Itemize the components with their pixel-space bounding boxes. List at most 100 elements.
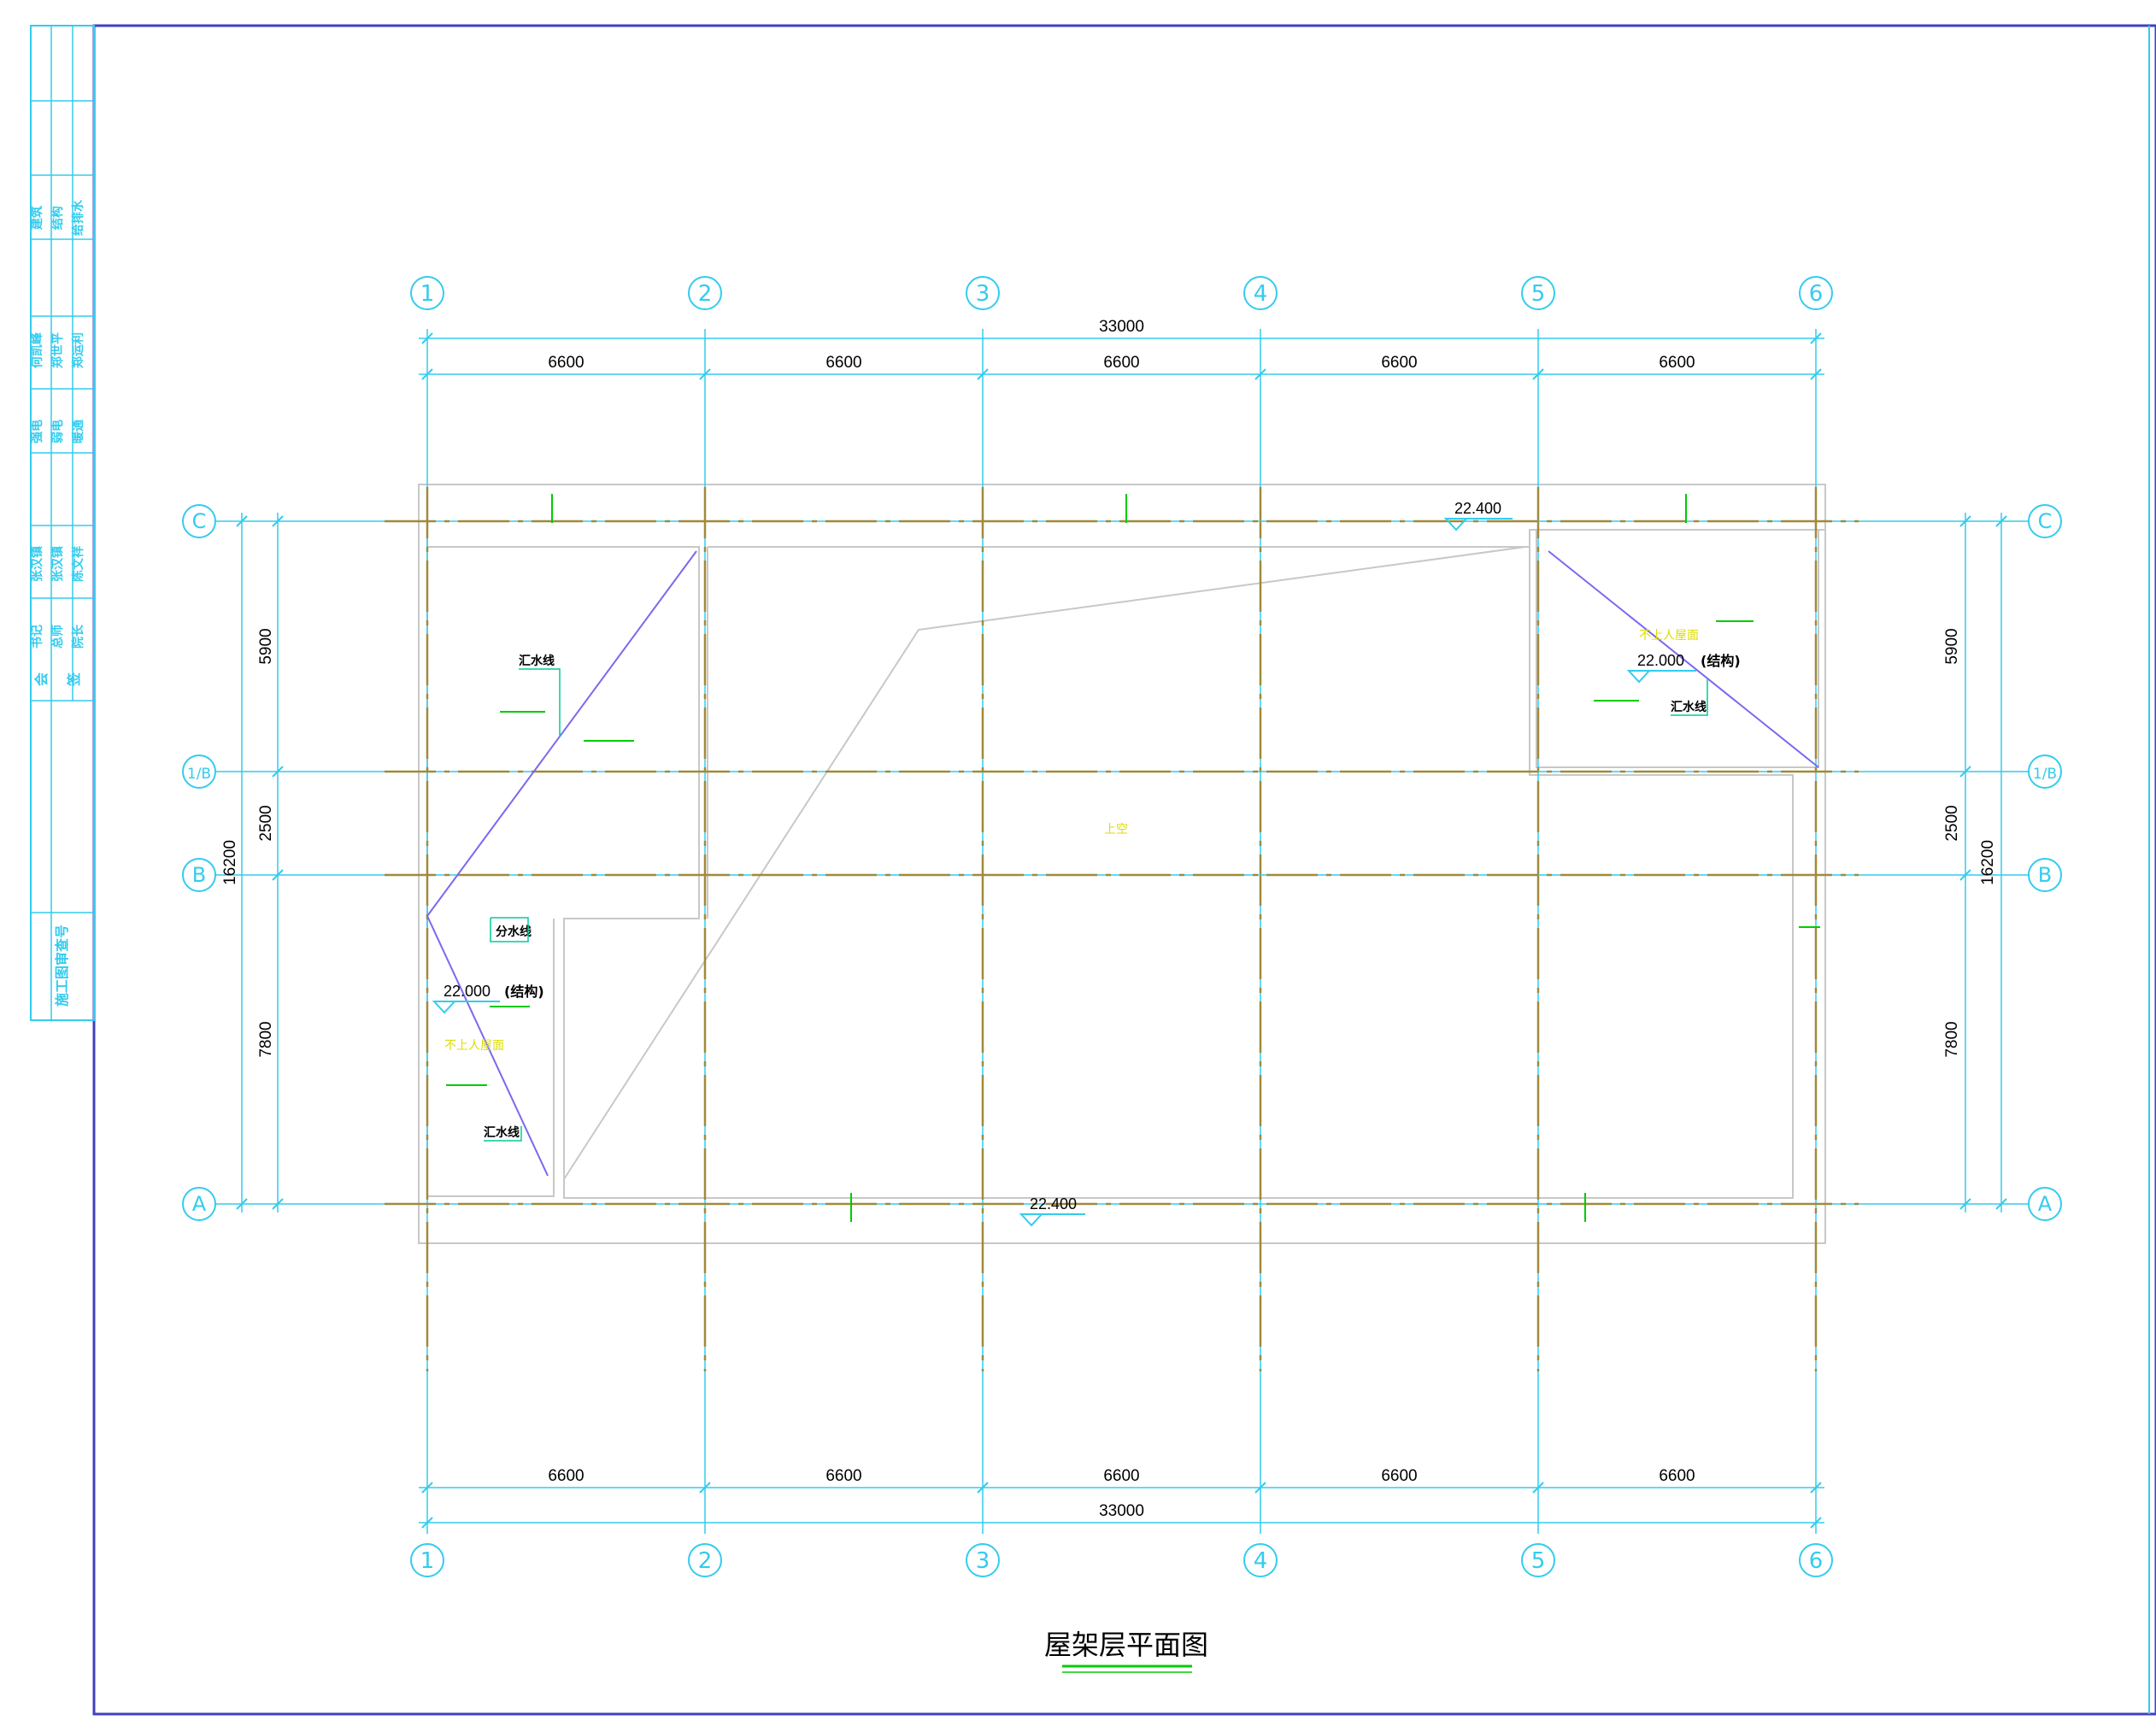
- dimension-tick: [1810, 368, 1822, 380]
- slope-arrows: [446, 494, 1820, 1222]
- building-outline: [418, 484, 1826, 1244]
- valley-line-label: 汇水线: [484, 1125, 520, 1139]
- dimension-tick: [1959, 766, 1971, 778]
- axis-bubble-column: [410, 276, 444, 310]
- dimension-tick: [1959, 515, 1971, 527]
- dimension-value: 6600: [1381, 354, 1417, 372]
- title-block-cell-text: 张汉镇: [30, 546, 44, 582]
- dimension-value: 6600: [1381, 1467, 1417, 1485]
- roof-right-box: [1536, 529, 1819, 768]
- dimension-tick: [977, 368, 989, 380]
- axis-bubble-label: C: [2038, 509, 2053, 533]
- title-block-cell-text: 郑运利: [71, 332, 85, 368]
- dimension-value: 6600: [825, 354, 861, 372]
- title-block-cell-text: 书记: [30, 625, 44, 649]
- axis-bubble-label: 1: [420, 281, 435, 307]
- axis-bubble-column: [966, 1543, 1000, 1577]
- elevation-top: 22.400: [1454, 500, 1501, 517]
- title-block-cell-text: 陈文祥: [71, 546, 85, 582]
- title-block-cell-text: 建筑: [30, 206, 44, 230]
- title-block-cell-text: 强电: [30, 420, 44, 443]
- dimension-tick: [699, 1482, 711, 1494]
- axis-bubble-row: [2028, 1187, 2062, 1221]
- drawing-title: 屋架层平面图: [1044, 1629, 1208, 1661]
- dimension-tick: [272, 515, 284, 527]
- roof-diagonal: [563, 546, 1526, 1180]
- dimension-tick: [1959, 869, 1971, 881]
- dimension-value: 2500: [257, 805, 275, 841]
- title-block-cell-text: 弱电: [50, 420, 65, 443]
- grid-axis-lines: [214, 329, 2030, 1534]
- dimension-tick: [272, 766, 284, 778]
- dimension-tick: [1810, 1482, 1822, 1494]
- elevation-right-suffix: (结构): [1701, 653, 1741, 669]
- axis-bubble-label: 2: [698, 281, 713, 307]
- no-access-roof-label: 不上人屋面: [444, 1038, 504, 1052]
- elevation-left: 22.000: [444, 983, 491, 1000]
- axis-bubble-label: 5: [1531, 281, 1546, 307]
- title-block-cell-text: 给排水: [71, 199, 85, 236]
- dimension-value: 33000: [1099, 1502, 1144, 1520]
- countersign-label: 会: [33, 672, 50, 686]
- axis-bubble-row: [182, 504, 216, 538]
- dimension-tick: [1995, 1198, 2007, 1210]
- ridge-line-label: 分水线: [496, 925, 532, 938]
- axis-bubble-column: [1243, 1543, 1278, 1577]
- dimension-tick: [272, 869, 284, 881]
- valley-line-label: 汇水线: [1671, 700, 1707, 713]
- axis-bubble-column: [688, 1543, 722, 1577]
- axis-bubble-row: [182, 858, 216, 892]
- title-block-discipline-cells: 建筑结构给排水何凯峰郑世平郑运利强电弱电暖通张汉镇张汉镇陈文祥书记总师院长: [30, 199, 85, 649]
- axis-bubble-row: [182, 1187, 216, 1221]
- axis-bubble-label: 1/B: [2033, 766, 2057, 783]
- drainage-lines: [426, 550, 1819, 1177]
- axis-bubble-label: C: [192, 509, 207, 533]
- roof-hatch-left: [426, 547, 555, 1197]
- dimension-tick: [977, 1482, 989, 1494]
- elevation-symbol: [432, 1001, 457, 1014]
- valley-line-left-upper: [426, 550, 697, 917]
- axis-bubble-row: [2028, 504, 2062, 538]
- axis-bubble-label: 6: [1809, 281, 1824, 307]
- axis-bubble-column: [1521, 276, 1555, 310]
- roof-inner-edge: [426, 510, 1825, 1199]
- label-leader: [1671, 679, 1708, 716]
- axis-bubble-label: 2: [698, 1548, 713, 1574]
- axis-bubble-row: [2028, 858, 2062, 892]
- dimension-value: 33000: [1099, 318, 1144, 336]
- dimension-tick: [1810, 332, 1822, 344]
- dimension-tick: [1254, 1482, 1266, 1494]
- elevation-left-suffix: (结构): [504, 983, 544, 1000]
- valley-line-label: 汇水线: [519, 654, 555, 667]
- axis-bubble-row: [2028, 754, 2062, 789]
- title-block-cell-text: 结构: [50, 206, 65, 230]
- dimension-value: 6600: [825, 1467, 861, 1485]
- title-block-cell-text: 张汉镇: [50, 546, 65, 582]
- valley-line-left-lower: [426, 915, 549, 1177]
- label-leader: [490, 917, 529, 942]
- dimension-tick: [236, 1198, 248, 1210]
- label-leader: [519, 668, 561, 737]
- dimension-value: 6600: [548, 354, 584, 372]
- title-block-cell-text: 院长: [71, 624, 85, 649]
- roof-labels: 汇水线 分水线 汇水线 汇水线 不上人屋面 不上人屋面 上空: [444, 628, 1708, 1142]
- dimension-value: 16200: [221, 840, 239, 885]
- axis-bubble-label: B: [192, 863, 206, 887]
- dimension-value: 6600: [1659, 1467, 1695, 1485]
- dimension-tick: [272, 1198, 284, 1210]
- dimension-value: 5900: [1943, 628, 1961, 664]
- dimension-value: 7800: [257, 1021, 275, 1057]
- dimension-tick: [1995, 515, 2007, 527]
- no-access-roof-label: 不上人屋面: [1639, 628, 1699, 642]
- title-block-cell-text: 总师: [50, 625, 65, 649]
- dimension-value: 5900: [257, 628, 275, 664]
- dimension-value: 2500: [1943, 805, 1961, 841]
- label-leader: [484, 1126, 522, 1142]
- dimension-tick: [1254, 368, 1266, 380]
- dimension-tick: [1959, 1198, 1971, 1210]
- axis-bubble-label: 4: [1254, 281, 1268, 307]
- dimension-value: 16200: [1979, 840, 1997, 885]
- roof-outer-edge: [418, 484, 1826, 1244]
